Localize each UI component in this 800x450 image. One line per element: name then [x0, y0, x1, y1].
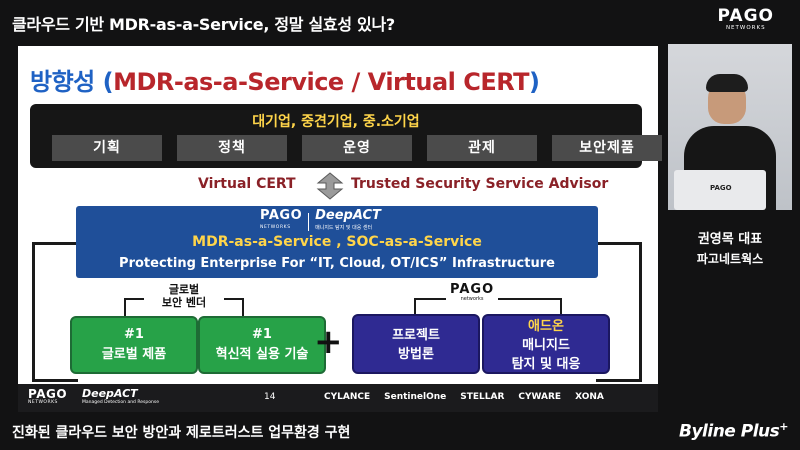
virtual-cert-row: Virtual CERT Trusted Security Service Ad… — [18, 172, 658, 200]
broadcast-subtitle: 진화된 클라우드 보안 방안과 제로트러스트 업무환경 구현 — [12, 425, 351, 441]
partner-stellar: STELLAR — [460, 392, 505, 402]
pago-mini-mark: PAGO — [450, 282, 495, 297]
partner-logos: CYLANCE SentinelOne STELLAR CYWARE XONA — [324, 392, 604, 402]
trusted-advisor-label: Trusted Security Service Advisor — [351, 176, 609, 192]
heading-english: MDR-as-a-Service / Virtual CERT — [113, 68, 530, 96]
channel-brand-text: Byline Plus — [679, 421, 780, 442]
laptop-label: PAGO — [710, 184, 732, 192]
addon-mdr-box: 애드온 매니지드 탐지 및 대응 — [482, 314, 610, 374]
speaker-hair — [706, 74, 748, 92]
addon-line3: 탐지 및 대응 — [511, 357, 581, 372]
vendor-label-line2: 보안 벤더 — [161, 296, 207, 309]
channel-brand-sup: + — [779, 420, 788, 433]
partner-xona: XONA — [575, 392, 604, 402]
function-security-products: 보안제품 — [552, 135, 662, 161]
pago-corner-logo: PAGO NETWORKS — [717, 6, 774, 32]
right-bracket-line — [596, 242, 642, 382]
speaker-name: 권영목 대표 — [697, 232, 763, 247]
bottom-bar: 진화된 클라우드 보안 방안과 제로트러스트 업무환경 구현 Byline Pl… — [0, 414, 800, 450]
virtual-cert-label: Virtual CERT — [198, 176, 296, 192]
vendor-label-line1: 글로벌 — [168, 283, 200, 296]
mdr-service-title: MDR-as-a-Service , SOC-as-a-Service — [192, 234, 482, 250]
footer-pago-sub: NETWORKS — [28, 400, 58, 405]
pago-deepact-logo: PAGO NETWORKS DeepACT 매니지드 탐지 및 대응 센터 — [260, 208, 381, 234]
channel-brand: Byline Plus+ — [679, 420, 788, 442]
function-policy: 정책 — [177, 135, 287, 161]
footer-pago-logo: PAGO NETWORKS — [28, 388, 67, 405]
project-line1: 프로젝트 — [392, 328, 440, 343]
enterprise-title: 대기업, 중견기업, 중.소기업 — [252, 114, 420, 130]
slide-heading: 방향성 (MDR-as-a-Service / Virtual CERT) — [30, 62, 540, 97]
innovative-tech-label: 혁신적 실용 기술 — [215, 347, 309, 362]
pago-corner-mark: PAGO — [717, 6, 774, 26]
speaker-laptop: PAGO — [674, 170, 766, 210]
mdr-pago-text: PAGO — [260, 208, 303, 223]
addon-line1: 애드온 — [528, 319, 564, 334]
project-methodology-box: 프로젝트 방법론 — [352, 314, 480, 374]
mdr-protect-text: Protecting Enterprise For “IT, Cloud, OT… — [119, 256, 555, 271]
plus-sign: + — [314, 322, 343, 362]
logo-separator — [308, 213, 310, 231]
addon-line2: 매니지드 — [522, 338, 570, 353]
function-monitoring: 관제 — [427, 135, 537, 161]
footer-deepact-sub: Managed Detection and Response — [82, 400, 159, 405]
global-product-box: #1 글로벌 제품 — [70, 316, 198, 374]
footer-deepact-logo: DeepACT Managed Detection and Response — [82, 387, 159, 406]
project-line2: 방법론 — [398, 347, 434, 362]
global-product-label: 글로벌 제품 — [101, 347, 167, 362]
enterprise-functions: 기획 정책 운영 관제 보안제품 — [52, 135, 662, 161]
mdr-service-box: PAGO NETWORKS DeepACT 매니지드 탐지 및 대응 센터 MDR-… — [76, 206, 598, 278]
left-bracket-line — [32, 242, 78, 382]
footer-deepact-mark: DeepACT — [82, 387, 138, 400]
slide-page-number: 14 — [264, 392, 276, 402]
enterprise-box: 대기업, 중견기업, 중.소기업 기획 정책 운영 관제 보안제품 — [30, 104, 662, 168]
partner-cyware: CYWARE — [518, 392, 562, 402]
global-product-rank: #1 — [124, 327, 144, 342]
pago-mini-logo: PAGO networks — [446, 282, 499, 302]
partner-cylance: CYLANCE — [324, 392, 371, 402]
speaker-video: PAGO — [668, 44, 792, 210]
heading-close-paren: ) — [529, 68, 540, 96]
speaker-company: 파고네트웍스 — [696, 252, 764, 266]
mdr-pago-mark: PAGO NETWORKS — [260, 208, 303, 234]
broadcast-title: 클라우드 기반 MDR-as-a-Service, 정말 실효성 있나? — [12, 15, 395, 34]
global-vendor-label: 글로벌 보안 벤더 — [144, 283, 224, 309]
heading-korean: 방향성 — [30, 68, 95, 96]
footer-pago-mark: PAGO — [28, 387, 68, 401]
mdr-deepact-text: DeepACT — [315, 208, 381, 223]
heading-open-paren: ( — [102, 68, 114, 96]
function-operation: 운영 — [302, 135, 412, 161]
innovative-tech-rank: #1 — [252, 327, 272, 342]
presentation-slide: 방향성 (MDR-as-a-Service / Virtual CERT) 대기… — [18, 46, 662, 412]
slide-footer: PAGO NETWORKS DeepACT Managed Detection … — [18, 384, 658, 412]
pago-mini-sub: networks — [460, 296, 484, 302]
top-bar: 클라우드 기반 MDR-as-a-Service, 정말 실효성 있나? PAG… — [0, 0, 800, 44]
partner-sentinelone: SentinelOne — [384, 392, 447, 402]
innovative-tech-box: #1 혁신적 실용 기술 — [198, 316, 326, 374]
double-arrow-icon — [316, 172, 344, 200]
mdr-pago-sub: NETWORKS — [260, 225, 291, 230]
function-planning: 기획 — [52, 135, 162, 161]
pago-corner-sub: NETWORKS — [725, 25, 766, 31]
mdr-deepact-mark: DeepACT 매니지드 탐지 및 대응 센터 — [315, 208, 381, 234]
mdr-deepact-sub: 매니지드 탐지 및 대응 센터 — [315, 225, 373, 231]
